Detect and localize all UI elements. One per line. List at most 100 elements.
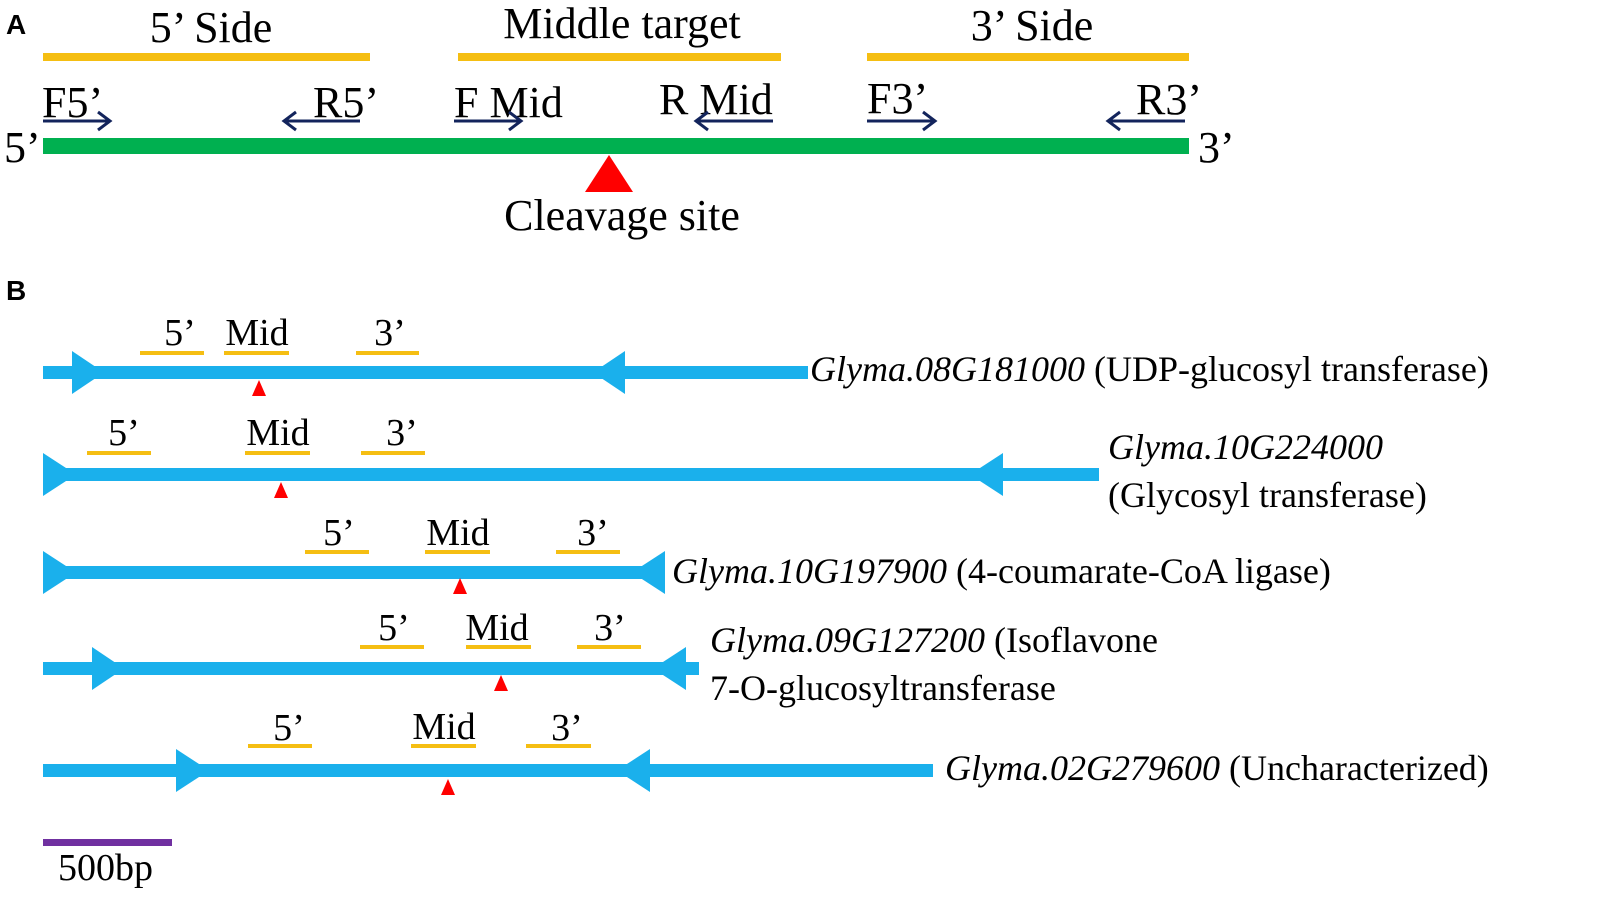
cleavage-site-triangle-icon (585, 155, 633, 192)
gene-row-4: 5’ Mid 3’ Glyma.09G127200 (Isoflavone 7-… (43, 607, 1158, 708)
gene-2-seg-mid-label: Mid (246, 412, 309, 454)
gene-row-2: 5’ Mid 3’ Glyma.10G224000 (Glycosyl tran… (43, 412, 1427, 515)
gene-1-seg-mid (224, 351, 289, 355)
gene-4-seg-5-label: 5’ (378, 607, 410, 649)
gene-5-seg-3 (526, 744, 591, 748)
region-bar-5-side (43, 53, 370, 61)
gene-4-seg-3 (577, 645, 641, 649)
gene-3-seg-mid (425, 550, 490, 554)
gene-4-seg-3-label: 3’ (594, 607, 626, 649)
region-bar-middle (458, 53, 781, 61)
primer-fmid-arrow-icon (454, 110, 524, 132)
gene-3-reverse-arrow-icon (632, 551, 665, 594)
primer-r5-label: R5’ (313, 78, 379, 127)
primer-rmid-label: R Mid (659, 75, 773, 124)
gene-2-seg-mid (245, 451, 310, 455)
gene-3-seg-3-label: 3’ (577, 512, 609, 554)
gene-3-forward-arrow-icon (43, 551, 76, 594)
gene-5-seg-5-label: 5’ (273, 707, 305, 749)
gene-5-seg-3-label: 3’ (551, 707, 583, 749)
gene-5-title: Glyma.02G279600 (Uncharacterized) (945, 748, 1489, 788)
panel-a-label: A (6, 9, 26, 40)
gene-3-seg-3 (556, 550, 620, 554)
gene-3-seg-5-label: 5’ (323, 512, 355, 554)
gene-1-seg-3 (356, 351, 419, 355)
gene-1-forward-arrow-icon (72, 351, 104, 394)
gene-4-id: Glyma.09G127200 (710, 620, 985, 660)
gene-4-title: Glyma.09G127200 (Isoflavone (710, 620, 1158, 660)
primer-f3-label: F3’ (867, 74, 928, 123)
panel-b-label: B (6, 275, 26, 306)
scale-bar (43, 839, 172, 846)
dna-strand (43, 138, 1189, 154)
gene-4-line (43, 662, 699, 675)
gene-5-cleavage-icon (441, 779, 455, 795)
dna-end-label-5: 5’ (4, 123, 41, 172)
gene-3-id: Glyma.10G197900 (672, 551, 947, 591)
gene-1-reverse-arrow-icon (593, 351, 625, 394)
gene-4-seg-mid-label: Mid (465, 607, 528, 649)
gene-1-line (43, 366, 808, 379)
gene-3-seg-5 (305, 550, 369, 554)
gene-5-seg-mid (411, 744, 476, 748)
gene-2-cleavage-icon (274, 482, 288, 498)
region-label-5-side: 5’ Side (150, 3, 273, 52)
region-label-3-side: 3’ Side (971, 1, 1094, 50)
scale-bar-label: 500bp (58, 847, 153, 889)
gene-3-cleavage-icon (453, 578, 467, 594)
cleavage-site-label: Cleavage site (504, 191, 740, 240)
primer-r3-arrow-icon (1105, 110, 1185, 132)
gene-2-id: Glyma.10G224000 (1108, 427, 1383, 467)
gene-4-desc-line2: 7-O-glucosyltransferase (710, 668, 1056, 708)
gene-2-reverse-arrow-icon (970, 453, 1003, 496)
primer-r5-arrow-icon (281, 110, 360, 132)
gene-5-reverse-arrow-icon (617, 749, 650, 792)
dna-end-label-3: 3’ (1198, 123, 1235, 172)
gene-5-desc: (Uncharacterized) (1220, 748, 1489, 788)
primer-rmid-arrow-icon (693, 110, 773, 132)
gene-4-cleavage-icon (494, 675, 508, 691)
gene-2-seg-5 (87, 451, 151, 455)
primer-f5-label: F5’ (42, 78, 103, 127)
gene-1-cleavage-icon (252, 380, 266, 396)
gene-1-seg-5 (140, 351, 204, 355)
primer-r3-label: R3’ (1136, 75, 1202, 124)
primer-fmid-label: F Mid (454, 78, 563, 127)
gene-2-seg-3 (361, 451, 425, 455)
gene-3-title: Glyma.10G197900 (4-coumarate-CoA ligase) (672, 551, 1331, 591)
gene-5-seg-mid-label: Mid (412, 706, 475, 748)
gene-3-seg-mid-label: Mid (426, 512, 489, 554)
region-label-middle: Middle target (503, 0, 740, 48)
gene-2-seg-3-label: 3’ (386, 412, 418, 454)
gene-2-seg-5-label: 5’ (108, 412, 140, 454)
region-bar-3-side (867, 53, 1189, 61)
gene-row-1: 5’ Mid 3’ Glyma.08G181000 (UDP-glucosyl … (43, 312, 1489, 396)
gene-2-desc: (Glycosyl transferase) (1108, 475, 1427, 515)
gene-5-seg-5 (248, 744, 312, 748)
gene-row-5: 5’ Mid 3’ Glyma.02G279600 (Uncharacteriz… (43, 706, 1489, 795)
panel-a: A 5’ Side Middle target 3’ Side F5’ R5’ … (4, 0, 1235, 240)
gene-1-seg-mid-label: Mid (225, 312, 288, 354)
gene-1-seg-5-label: 5’ (164, 312, 196, 354)
primer-arrows (43, 110, 1185, 132)
gene-1-title: Glyma.08G181000 (UDP-glucosyl transferas… (810, 349, 1489, 389)
gene-4-seg-5 (360, 645, 424, 649)
gene-5-line (43, 764, 933, 777)
gene-4-desc: (Isoflavone (985, 620, 1158, 660)
gene-3-line (43, 566, 665, 579)
gene-1-seg-3-label: 3’ (374, 312, 406, 354)
gene-2-line (43, 468, 1099, 481)
gene-4-seg-mid (466, 645, 531, 649)
gene-5-forward-arrow-icon (176, 749, 209, 792)
primer-f5-arrow-icon (43, 110, 113, 132)
gene-5-id: Glyma.02G279600 (945, 748, 1220, 788)
gene-3-desc: (4-coumarate-CoA ligase) (947, 551, 1331, 591)
gene-2-forward-arrow-icon (43, 453, 76, 496)
gene-4-forward-arrow-icon (92, 647, 124, 690)
primer-f3-arrow-icon (867, 110, 938, 132)
gene-4-reverse-arrow-icon (653, 647, 686, 690)
gene-row-3: 5’ Mid 3’ Glyma.10G197900 (4-coumarate-C… (43, 512, 1331, 594)
gene-1-id: Glyma.08G181000 (810, 349, 1085, 389)
